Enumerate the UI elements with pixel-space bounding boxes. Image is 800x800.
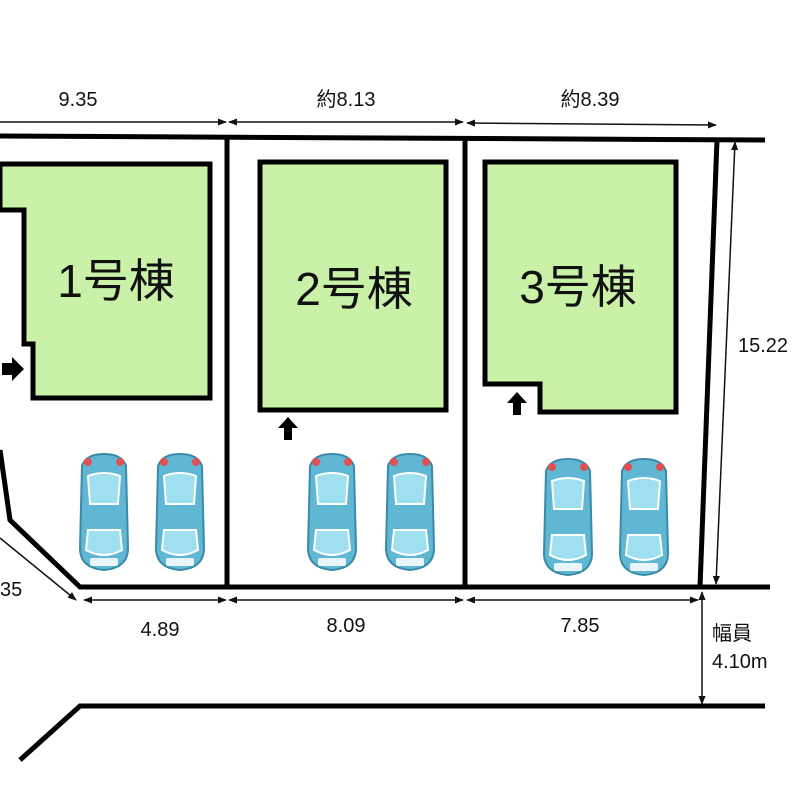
car-icon	[619, 458, 669, 576]
car-icon	[385, 453, 435, 571]
road-edge	[18, 703, 765, 762]
house-label-2: 2号棟	[295, 263, 413, 315]
arrow-icon	[278, 417, 298, 440]
car-icon	[155, 453, 205, 571]
dim-line-corner	[0, 537, 77, 601]
road-width-label: 幅員	[712, 622, 752, 645]
car-icon	[307, 453, 357, 571]
building-2	[257, 159, 449, 413]
car-icon	[79, 453, 129, 571]
frontage-label-3: 約8.39	[561, 88, 620, 111]
depth-label: 15.22	[738, 335, 788, 357]
road-frontage-label-1: 4.89	[141, 619, 180, 641]
arrow-icon	[2, 357, 24, 381]
road-frontage-label-3: 7.85	[561, 615, 600, 637]
rear-boundary	[0, 133, 766, 143]
frontage-label-2: 約8.13	[317, 88, 376, 111]
road-frontage-label-2: 8.09	[327, 615, 366, 637]
frontage-label-1: 9.35	[59, 89, 98, 111]
building-3	[482, 159, 679, 415]
arrow-icon	[507, 392, 527, 415]
right-boundary	[697, 139, 720, 588]
dim-line-depth	[712, 141, 739, 585]
corner-label: 35	[0, 579, 22, 601]
building-1	[0, 161, 213, 401]
car-icon	[543, 458, 593, 576]
house-label-1: 1号棟	[57, 255, 175, 307]
left-boundary	[0, 449, 770, 590]
house-label-3: 3号棟	[519, 261, 637, 313]
dim-line-top-3	[466, 119, 717, 129]
road-width-value: 4.10m	[712, 651, 768, 673]
